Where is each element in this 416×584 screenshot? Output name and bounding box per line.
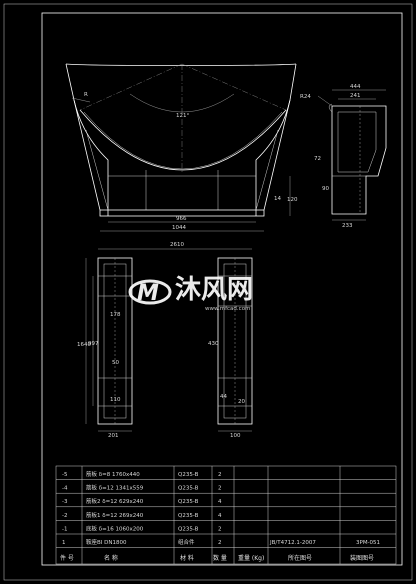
side-view: 444 241 R24 72 90 233 xyxy=(300,84,387,229)
side-outline xyxy=(331,105,387,215)
plan-dim-overall-label: 2610 xyxy=(170,242,184,248)
right-leg-outer xyxy=(263,99,291,211)
bom-header-drawing: 所在图号 xyxy=(288,554,312,562)
center-ray-right xyxy=(181,63,287,111)
side-dim-bottom-label: 233 xyxy=(342,223,353,229)
watermark-url: www.mfcad.com xyxy=(205,306,250,312)
plan-dim-bottom-left: 201 xyxy=(108,433,119,439)
side-radius-leader xyxy=(317,95,333,107)
angle-arc xyxy=(129,93,235,113)
base-plate xyxy=(99,209,265,217)
bom-header-name: 名 称 xyxy=(104,554,118,562)
bom-row: -4 筋板 δ=12 1341x559 Q235-B 2 xyxy=(62,484,222,492)
bom-cell-no: -5 xyxy=(62,472,68,478)
bom-cell-drawing: JB/T4712.1-2007 xyxy=(269,540,316,546)
radius-label: R xyxy=(84,92,88,98)
bom-cell-ref: 3PM-051 xyxy=(356,540,380,546)
bom-row: -1 底板 δ=16 1060x200 Q235-B 2 xyxy=(62,524,222,532)
plan-view: 2610 1640 997 178 50 110 430 44 20 201 1… xyxy=(77,242,253,439)
bom-cell-material: Q235-B xyxy=(178,472,199,478)
angle-label: 121° xyxy=(176,113,189,119)
right-leg-inner xyxy=(255,129,279,211)
side-inner xyxy=(337,111,377,173)
front-view: 121° R 966 1044 14 120 xyxy=(65,63,298,232)
bom-cell-material: Q235-B xyxy=(178,513,199,519)
saddle-arc-outer xyxy=(79,109,287,171)
bom-row: -5 筋板 δ=8 1760x440 Q235-B 2 xyxy=(62,470,222,478)
radius-leader xyxy=(71,97,91,103)
plan-dim-mid-b: 110 xyxy=(110,397,121,403)
side-dim-top-label: 444 xyxy=(350,84,361,90)
bom-header-no: 件 号 xyxy=(60,554,74,562)
bom-cell-no: -1 xyxy=(62,526,67,532)
bom-cell-name: 筋板 δ=8 1760x440 xyxy=(86,470,140,478)
watermark: M 沐风网 www.mfcad.com xyxy=(128,275,253,312)
bom-cell-material: 组合件 xyxy=(178,538,195,546)
bom-cell-material: Q235-B xyxy=(178,526,199,532)
left-leg-inner xyxy=(85,129,109,211)
side-fillet xyxy=(328,103,333,113)
bom-cell-name: 底板 δ=16 1060x200 xyxy=(86,524,144,532)
bom-cell-count: 2 xyxy=(218,486,222,492)
saddle-shell-left xyxy=(65,63,109,216)
side-radius-label: R24 xyxy=(300,94,311,100)
plan-dim-mid-a: 50 xyxy=(112,360,119,366)
bom-cell-no: -4 xyxy=(62,486,68,492)
bom-cell-no: -2 xyxy=(62,513,67,519)
bom-cell-name: 鞍座BI DN1800 xyxy=(86,538,127,546)
bom-cell-count: 4 xyxy=(218,513,222,519)
saddle-top-outline xyxy=(65,63,297,66)
plan-dim-small-b: 20 xyxy=(238,399,245,405)
side-dim-partial-label: 241 xyxy=(350,93,361,99)
bom-cell-no: -3 xyxy=(62,499,68,505)
dim-right-a: 14 xyxy=(274,196,281,202)
plan-dim-small-a: 44 xyxy=(220,394,227,400)
center-ray-left xyxy=(79,63,183,111)
dim-right-b: 120 xyxy=(287,197,298,203)
saddle-arc-inner xyxy=(83,111,283,170)
bom-cell-material: Q235-B xyxy=(178,486,199,492)
bom-cell-material: Q235-B xyxy=(178,499,199,505)
bom-cell-count: 2 xyxy=(218,526,222,532)
side-dim-lower: 90 xyxy=(322,186,329,192)
bom-header-weight: 重量 (Kg) xyxy=(238,554,264,562)
bom-cell-name: 筋板1 δ=12 269x240 xyxy=(86,511,144,519)
left-leg-outer xyxy=(73,99,101,211)
bom-cell-count: 4 xyxy=(218,499,222,505)
dim-outer-width: 1044 xyxy=(172,225,186,231)
bom-cell-name: 筋板2 δ=12 629x240 xyxy=(86,497,144,505)
bom-cell-count: 2 xyxy=(218,472,222,478)
bom-header-material: 材 料 xyxy=(180,554,194,562)
plan-dim-total-label: 1640 xyxy=(77,342,91,348)
plan-dim-bottom-right: 100 xyxy=(230,433,241,439)
bom-header-count: 数 量 xyxy=(213,554,227,562)
svg-text:M: M xyxy=(137,281,159,306)
plan-dim-upper: 178 xyxy=(110,312,121,318)
dim-inner-width: 966 xyxy=(176,216,187,222)
bom-row: -3 筋板2 δ=12 629x240 Q235-B 4 xyxy=(62,497,222,505)
watermark-logo-icon: M xyxy=(128,279,172,306)
plan-dim-right-mid: 430 xyxy=(208,341,219,347)
bom-header-ref: 装图图号 xyxy=(350,554,374,562)
bom-cell-no: 1 xyxy=(62,540,66,546)
bom-border xyxy=(55,465,397,565)
inner-frame xyxy=(41,12,403,566)
side-dim-mid: 72 xyxy=(314,156,321,162)
bom-row: 1 鞍座BI DN1800 组合件 2 JB/T4712.1-2007 3PM-051 xyxy=(62,538,380,546)
bom-cell-name: 筋板 δ=12 1341x559 xyxy=(86,484,144,492)
bom-row: -2 筋板1 δ=12 269x240 Q235-B 4 xyxy=(62,511,222,519)
bom-cell-count: 2 xyxy=(218,540,222,546)
outer-frame xyxy=(3,3,413,581)
plan-dim-inner-label: 997 xyxy=(88,341,99,347)
watermark-brand-cn: 沐风网 xyxy=(175,275,253,305)
